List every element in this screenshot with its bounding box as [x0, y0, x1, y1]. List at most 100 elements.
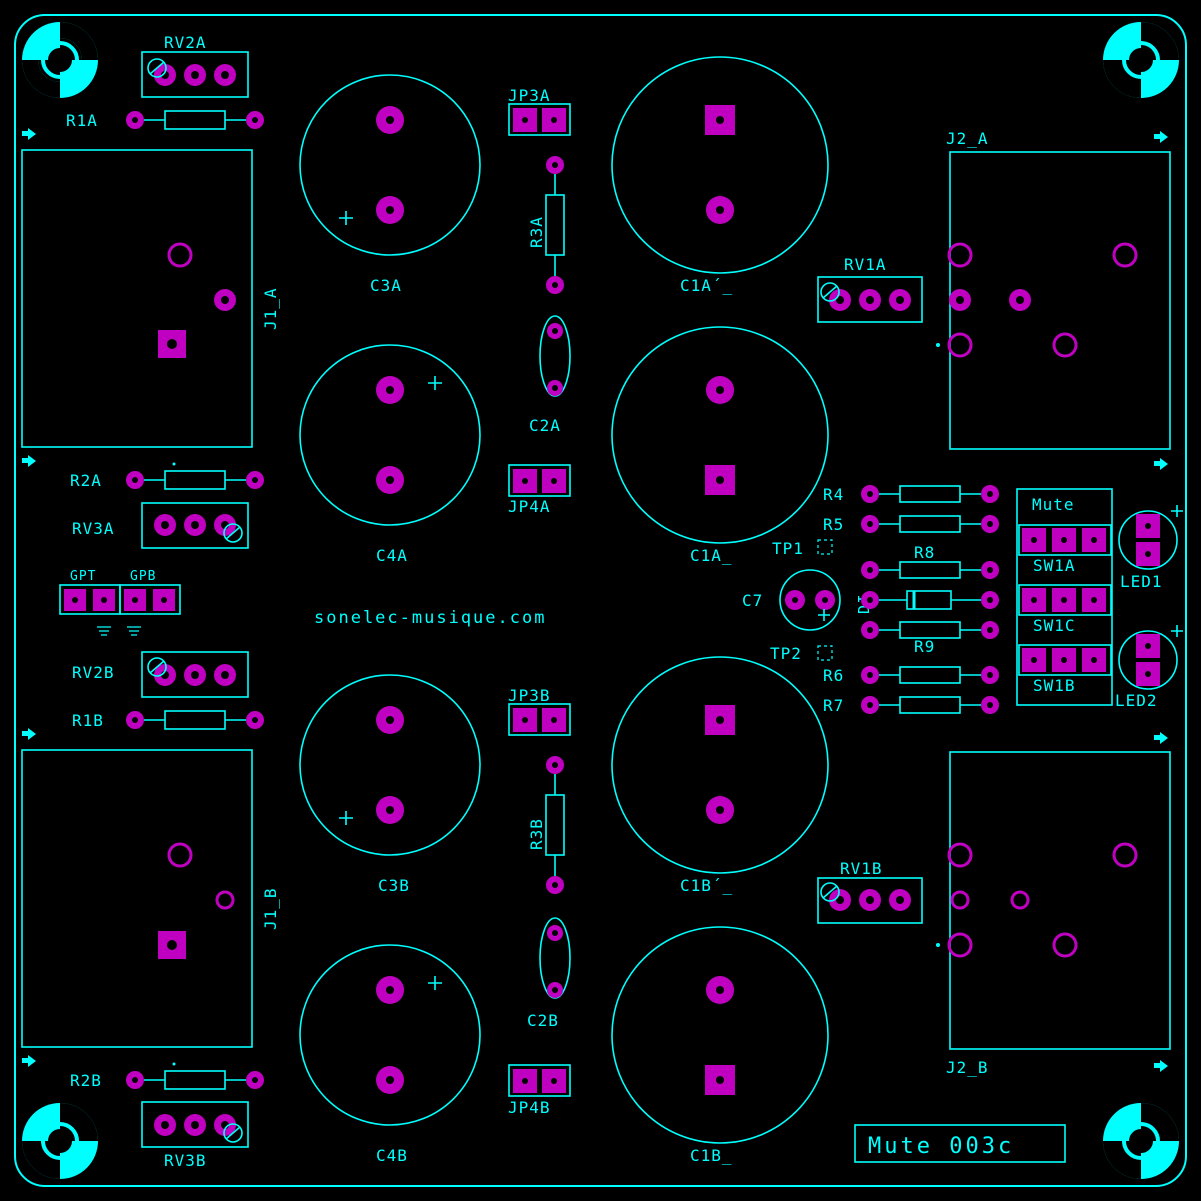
label-c2b: C2B [527, 1011, 559, 1030]
label-r2a: R2A [70, 471, 102, 490]
label-sw1c: SW1C [1033, 616, 1076, 635]
board-outline [14, 14, 1187, 1187]
trimmer-rv2b: RV2B [72, 651, 249, 698]
resistor-r6: R6 [823, 666, 999, 685]
label-c1a-prime: C1A´_ [680, 276, 733, 295]
capacitor-c4a: C4A [299, 344, 481, 565]
trimmer-rv1b: RV1B [817, 859, 923, 924]
label-r5: R5 [823, 515, 844, 534]
label-c1b-prime: C1B´_ [680, 876, 733, 895]
capacitor-c2b: C2B [527, 917, 571, 1030]
label-sw1b: SW1B [1033, 676, 1076, 695]
resistor-r5: R5 [823, 515, 999, 534]
label-r6: R6 [823, 666, 844, 685]
website-label: sonelec-musique.com [314, 608, 546, 628]
label-jp3b: JP3B [508, 686, 551, 705]
jumper-jp3b: JP3B [508, 686, 571, 736]
board-title-box: Mute 003c [854, 1124, 1066, 1163]
mounting-hole-top-right [1103, 22, 1179, 98]
capacitor-c7: C7 [742, 569, 841, 631]
connector-j2-a: J2_A [936, 129, 1171, 450]
label-gpt: GPT [70, 569, 96, 584]
label-c1a: C1A_ [690, 546, 733, 565]
mounting-hole-bottom-left [22, 1103, 98, 1179]
label-r4: R4 [823, 485, 844, 504]
label-r3a: R3A [527, 216, 546, 248]
label-c7: C7 [742, 591, 763, 610]
label-rv2a: RV2A [164, 33, 207, 52]
jumper-jp4a: JP4A [508, 464, 571, 516]
label-rv1a: RV1A [844, 255, 887, 274]
capacitor-c2a: C2A [529, 315, 571, 435]
switch-block-mute: Mute SW1A SW1C SW1B [1016, 488, 1113, 706]
connector-j1-a: J1_A [21, 149, 280, 448]
resistor-r7: R7 [823, 696, 999, 715]
diode-d1: D1 [854, 590, 999, 614]
capacitor-c1b: C1B_ [611, 926, 829, 1165]
label-j1-b: J1_B [261, 887, 280, 930]
label-c3a: C3A [370, 276, 402, 295]
label-jp3a: JP3A [508, 86, 551, 105]
label-rv3b: RV3B [164, 1151, 207, 1170]
label-r1a: R1A [66, 111, 98, 130]
capacitor-c1a-prime: C1A´_ [611, 56, 829, 295]
label-r7: R7 [823, 696, 844, 715]
resistor-r2b: R2B [70, 1062, 264, 1090]
label-j2-a: J2_A [946, 129, 989, 148]
resistor-r9: R9 [861, 621, 999, 656]
trimmer-rv1a: RV1A [817, 255, 923, 323]
label-led1: LED1 [1120, 572, 1163, 591]
resistor-r2a: R2A [70, 462, 264, 490]
resistor-r8: R8 [861, 543, 999, 579]
capacitor-c3b: C3B [299, 674, 481, 895]
label-led2: LED2 [1115, 691, 1158, 710]
resistor-r4: R4 [823, 485, 999, 504]
label-c4a: C4A [376, 546, 408, 565]
trimmer-rv3b: RV3B [141, 1101, 249, 1170]
trimmer-rv2a: RV2A [141, 33, 249, 98]
trimmer-rv3a: RV3A [72, 502, 249, 549]
label-j2-b: J2_B [946, 1058, 989, 1077]
capacitor-c3a: C3A [299, 74, 481, 295]
label-c3b: C3B [378, 876, 410, 895]
resistor-r3b: R3B [527, 756, 565, 894]
label-rv3a: RV3A [72, 519, 115, 538]
label-tp1: TP1 [772, 539, 804, 558]
label-mute: Mute [1032, 495, 1075, 514]
label-r1b: R1B [72, 711, 104, 730]
led-led2: LED2 [1115, 625, 1183, 710]
label-jp4a: JP4A [508, 497, 551, 516]
label-r8: R8 [914, 543, 935, 562]
board-title: Mute 003c [868, 1134, 1014, 1159]
mounting-hole-bottom-right [1103, 1103, 1179, 1179]
label-j1-a: J1_A [261, 287, 280, 330]
jumper-jp4b: JP4B [508, 1064, 571, 1117]
label-c4b: C4B [376, 1146, 408, 1165]
label-c2a: C2A [529, 416, 561, 435]
label-sw1a: SW1A [1033, 556, 1076, 575]
capacitor-c1a: C1A_ [611, 326, 829, 565]
capacitor-c1b-prime: C1B´_ [611, 656, 829, 895]
mounting-hole-top-left [22, 22, 98, 98]
led-led1: LED1 [1118, 505, 1183, 591]
label-c1b: C1B_ [690, 1146, 733, 1165]
capacitor-c4b: C4B [299, 944, 481, 1165]
testpoint-tp2: TP2 [770, 644, 833, 663]
testpoint-tp1: TP1 [772, 539, 833, 558]
label-r2b: R2B [70, 1071, 102, 1090]
label-jp4b: JP4B [508, 1098, 551, 1117]
jumper-gpt-gpb: GPT GPB [59, 569, 181, 636]
label-r9: R9 [914, 637, 935, 656]
connector-j2-b: J2_B [936, 751, 1171, 1077]
resistor-r3a: R3A [527, 156, 565, 294]
label-rv2b: RV2B [72, 663, 115, 682]
label-r3b: R3B [527, 818, 546, 850]
label-tp2: TP2 [770, 644, 802, 663]
resistor-r1a: R1A [66, 110, 264, 130]
jumper-jp3a: JP3A [508, 86, 571, 136]
connector-j1-b: J1_B [21, 749, 280, 1048]
resistor-r1b: R1B [72, 710, 264, 730]
label-gpb: GPB [130, 569, 156, 584]
label-rv1b: RV1B [840, 859, 883, 878]
